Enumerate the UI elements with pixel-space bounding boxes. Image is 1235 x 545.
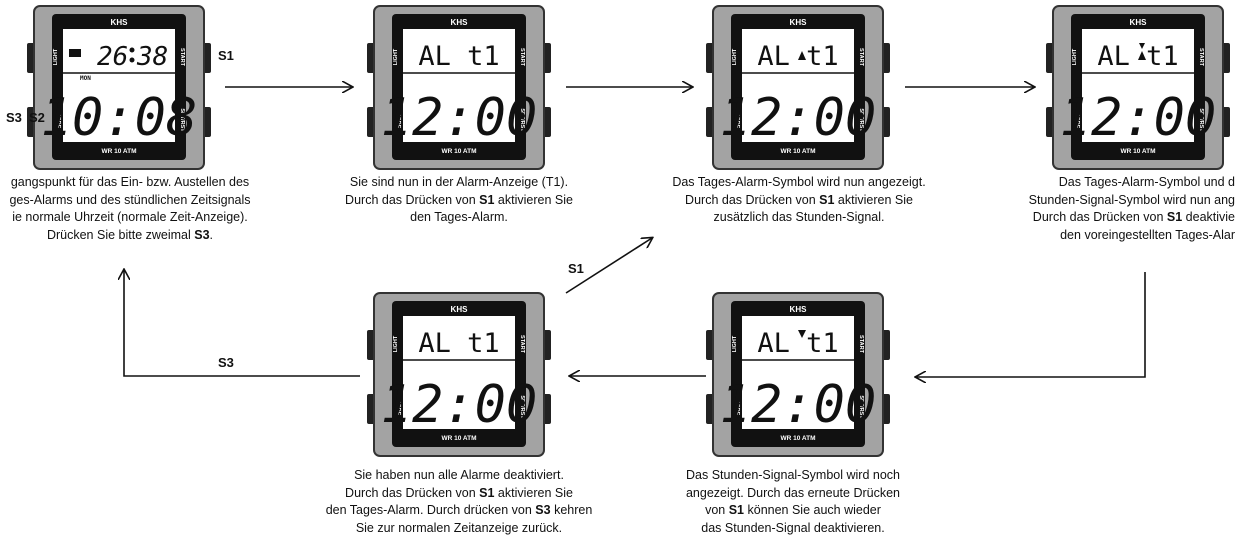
start-label: START [858,335,864,354]
light-label: LIGHT [393,48,399,65]
chime-icon [1139,43,1145,49]
mode-label: MODE [395,399,401,416]
brand-label: KHS [451,18,469,27]
lcd-screen [742,316,854,429]
brand-label: KHS [790,305,808,314]
setrst-label: SET/RST [519,108,525,132]
setrst-label: SET/RST [1198,108,1204,132]
wr-label: WR 10 ATM [780,148,815,155]
mode-label: MODE [395,112,401,129]
lcd-screen [403,29,515,142]
arrow-label-s1: S1 [568,261,584,276]
watch-3: KHS LIGHT MODE START SET/RST WR 10 ATM AL t1 12… [706,5,890,170]
caption-6: Sie haben nun alle Alarme deaktiviert. D… [325,468,593,535]
mode-label: MODE [1074,112,1080,129]
lcd-screen [1082,29,1194,142]
start-label: START [519,335,525,354]
light-label: LIGHT [732,48,738,65]
setrst-label: SET/RST [858,395,864,419]
arrow-w6-w1 [124,270,360,377]
start-label: START [1198,48,1204,67]
wr-label: WR 10 ATM [441,148,476,155]
light-label: LIGHT [53,48,59,65]
mode-label: MODE [734,399,740,416]
arrow-w6-w3 [565,238,652,294]
brand-label: KHS [111,18,129,27]
brand-label: KHS [451,305,469,314]
wr-label: WR 10 ATM [780,435,815,442]
bell-icon [798,51,806,60]
start-label: START [858,48,864,67]
button-label-s2: S2 [29,110,45,125]
wr-label: WR 10 ATM [101,148,136,155]
mode-label: MODE [55,112,61,129]
lcd-top: AL t1 [1097,41,1178,72]
lcd-time: 12:00 [1060,88,1217,148]
light-label: LIGHT [393,335,399,352]
caption-5: Das Stunden-Signal-Symbol wird noch ange… [685,468,900,535]
setrst-label: SET/RST [519,395,525,419]
lcd-screen [742,29,854,142]
lcd-screen [63,29,175,142]
lcd-top: AL t1 [418,328,499,359]
chime-icon [129,57,135,63]
arrow-w4-w5 [916,272,1146,377]
lcd-time: 12:00 [720,375,877,435]
start-label: START [179,48,185,67]
light-label: LIGHT [732,335,738,352]
light-label: LIGHT [1072,48,1078,65]
caption-1: gangspunkt für das Ein- bzw. Austellen d… [9,175,251,242]
lcd-time: 12:00 [381,375,538,435]
lcd-top: AL t1 [757,328,838,359]
lcd-day: MON [80,75,91,82]
mode-label: MODE [734,112,740,129]
chime-icon [798,330,806,338]
watch-6: KHS LIGHT MODE START SET/RST WR 10 ATM AL t1 12… [367,292,551,457]
bell-icon [129,47,135,53]
bell-icon [1138,51,1146,60]
watch-5: KHS LIGHT MODE START SET/RST WR 10 ATM AL t1 12… [706,292,890,457]
lcd-time: 12:00 [381,88,538,148]
brand-label: KHS [1130,18,1148,27]
caption-3: Das Tages-Alarm-Symbol wird nun angezeig… [672,175,926,224]
lcd-top: AL t1 [757,41,838,72]
lcd-mode-box [69,49,81,57]
lcd-screen [403,316,515,429]
setrst-label: SET/RST [858,108,864,132]
caption-2: Sie sind nun in der Alarm-Anzeige (T1). … [345,175,573,224]
button-label-s3: S3 [6,110,22,125]
wr-label: WR 10 ATM [441,435,476,442]
lcd-time: 10:08 [41,88,198,148]
wr-label: WR 10 ATM [1120,148,1155,155]
watch-2: KHS LIGHT MODE START SET/RST WR 10 ATM AL t1 12… [367,5,551,170]
lcd-time: 12:00 [720,88,877,148]
lcd-top-right: 38 [136,42,168,72]
caption-4: Das Tages-Alarm-Symbol und d Stunden-Sig… [1028,175,1235,242]
arrow-label-s3: S3 [218,355,234,370]
button-label-s1: S1 [218,48,234,63]
lcd-top-left: 26 [97,42,128,72]
brand-label: KHS [790,18,808,27]
lcd-top: AL t1 [418,41,499,72]
setrst-label: SET/RST [179,108,185,132]
start-label: START [519,48,525,67]
watch-4: KHS LIGHT MODE START SET/RST WR 10 ATM AL t1 12… [1046,5,1230,170]
